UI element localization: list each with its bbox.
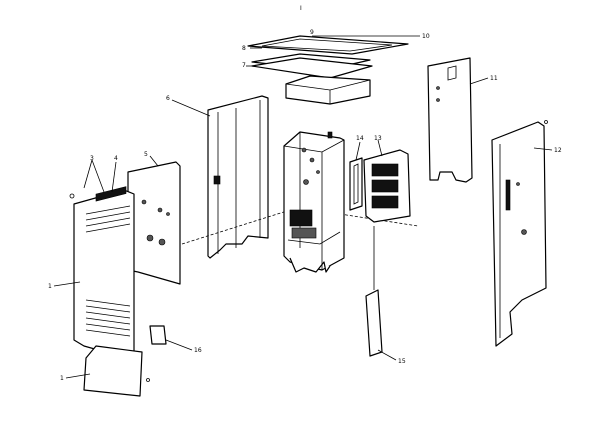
leader-11 [469,77,489,85]
inner-front-panel-part [127,161,181,285]
callout-15: 15 [398,358,406,365]
leader-14 [355,141,361,161]
callout-16: 16 [194,347,202,354]
top-leader-lines [246,35,420,67]
right-side-panel-part [491,121,547,347]
leader-1 [53,281,81,287]
callout-1b: 1 [60,375,64,382]
small-access-panel-part [365,226,383,357]
leader-1b [65,373,91,379]
callout-5: 5 [144,151,148,158]
callout-8: 8 [242,45,246,52]
firebox-assembly-part [283,131,345,273]
figure-label: I [300,5,302,12]
bottom-grille-part [83,345,143,397]
callout-7: 7 [242,62,246,69]
callout-12: 12 [554,147,562,154]
leader-15 [377,349,397,361]
leader-3a [83,159,93,189]
screw-icon [544,120,548,124]
front-panel-louvers-bottom [85,299,131,337]
top-gasket-part [247,35,409,55]
callout-3: 3 [90,155,94,162]
leader-13 [377,139,383,157]
heat-exchanger-gasket-part [349,157,363,211]
heat-exchanger-part [363,149,411,223]
front-cabinet-panel-part [73,186,135,361]
callout-9: 9 [310,29,314,36]
rear-baffle-part [427,57,473,183]
screw-icon [146,378,150,382]
leader-6 [171,99,211,117]
callout-1: 1 [48,283,52,290]
label-plate-part [149,325,167,345]
leader-3b [91,159,105,193]
callout-14: 14 [356,135,364,142]
screw-icon [69,193,75,199]
top-baffle-part [251,57,373,105]
assembly-line [181,209,291,245]
leader-16 [165,339,193,351]
callout-6: 6 [166,95,170,102]
callout-13: 13 [374,135,382,142]
assembly-line [339,213,419,227]
callout-4: 4 [114,155,118,162]
left-side-panel-part [207,95,269,259]
leader-12 [533,147,553,151]
front-panel-louvers-top [85,205,131,233]
callout-10: 10 [422,33,430,40]
leader-4 [111,161,117,193]
leader-5 [149,155,159,167]
callout-11: 11 [490,75,498,82]
